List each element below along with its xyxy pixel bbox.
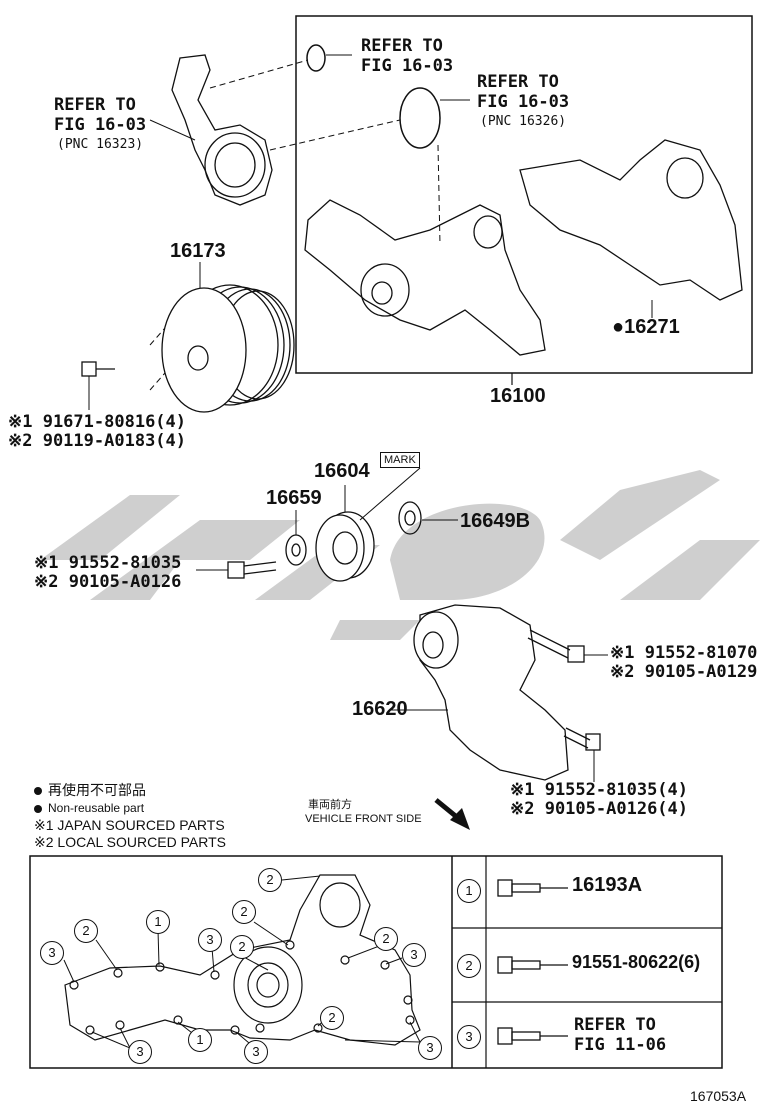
part-16173: 16173 bbox=[170, 240, 226, 262]
part-16271: ●16271 bbox=[612, 316, 680, 338]
assembly-box bbox=[295, 15, 753, 374]
bolt-91552-81070 bbox=[527, 629, 585, 663]
refer-label-1-line2: FIG 16-03 bbox=[361, 56, 454, 76]
mark-label: MARK bbox=[380, 452, 420, 468]
refer-label-2-line2: FIG 16-03 bbox=[477, 92, 570, 112]
bullet-icon bbox=[34, 787, 42, 796]
bottom-pump-outline bbox=[64, 874, 421, 1046]
callout-2: 2 bbox=[74, 919, 98, 943]
callout-3: 3 bbox=[40, 941, 64, 965]
legend-japan: ※1 JAPAN SOURCED PARTS bbox=[34, 817, 225, 833]
front-label-en: VEHICLE FRONT SIDE bbox=[305, 813, 422, 825]
fastener-91671: ※1 91671-80816(4) bbox=[8, 412, 187, 432]
bolt-91671 bbox=[81, 361, 115, 377]
refer-label-3-line2: FIG 16-03 bbox=[54, 115, 147, 135]
table-label-1: 16193A bbox=[572, 874, 643, 896]
bolt-location-frame bbox=[29, 855, 723, 1069]
fastener-91552-81035-4: ※1 91552-81035(4) bbox=[510, 780, 689, 800]
callout-3: 3 bbox=[244, 1040, 268, 1064]
callout-3: 3 bbox=[418, 1036, 442, 1060]
refer-label-1-line1: REFER TO bbox=[361, 36, 443, 56]
fastener-90119: ※2 90119-A0183(4) bbox=[8, 431, 187, 451]
fastener-90105-a0129: ※2 90105-A0129 bbox=[610, 662, 758, 682]
bolt-icon-1 bbox=[497, 879, 568, 897]
legend-local: ※2 LOCAL SOURCED PARTS bbox=[34, 834, 226, 850]
legend-jp: 再使用不可部品 bbox=[34, 782, 146, 799]
o-ring-large bbox=[399, 87, 441, 149]
water-inlet-housing bbox=[171, 54, 273, 206]
bolt-icon-2 bbox=[497, 956, 568, 974]
callout-3: 3 bbox=[198, 928, 222, 952]
watermark-logo bbox=[40, 470, 760, 640]
callout-2: 2 bbox=[374, 927, 398, 951]
fastener-90105-a0126-4: ※2 90105-A0126(4) bbox=[510, 799, 689, 819]
refer-label-3-pnc: (PNC 16323) bbox=[57, 137, 144, 152]
callout-3: 3 bbox=[128, 1040, 152, 1064]
table-num-3: 3 bbox=[457, 1025, 481, 1049]
front-label-jp: 車両前方 bbox=[308, 799, 352, 811]
fastener-91552-81070: ※1 91552-81070 bbox=[610, 643, 758, 663]
refer-label-2-line1: REFER TO bbox=[477, 72, 559, 92]
refer-label-2-pnc: (PNC 16326) bbox=[480, 114, 567, 129]
o-ring-small bbox=[306, 44, 326, 72]
refer-label-3-line1: REFER TO bbox=[54, 95, 136, 115]
bolt-91552-81035-4 bbox=[563, 727, 601, 751]
plate-16649b bbox=[398, 501, 422, 535]
table-label-3-line1: REFER TO bbox=[574, 1015, 656, 1035]
callout-2: 2 bbox=[320, 1006, 344, 1030]
callout-3: 3 bbox=[402, 943, 426, 967]
table-label-3-line2: FIG 11-06 bbox=[574, 1035, 667, 1055]
table-num-2: 2 bbox=[457, 954, 481, 978]
callout-2: 2 bbox=[258, 868, 282, 892]
water-pump-body bbox=[304, 199, 546, 356]
part-16604: 16604 bbox=[314, 460, 370, 482]
idler-pulley-16604 bbox=[315, 511, 375, 582]
front-arrow-icon bbox=[434, 798, 470, 830]
part-16649b: 16649B bbox=[460, 510, 531, 532]
legend-nonreuse: Non-reusable part bbox=[34, 800, 144, 817]
tensioner-16620 bbox=[413, 604, 569, 781]
part-16659: 16659 bbox=[266, 487, 322, 509]
part-16620: 16620 bbox=[352, 698, 408, 720]
bullet-icon bbox=[34, 804, 42, 813]
fastener-91552-81035: ※1 91552-81035 bbox=[34, 553, 182, 573]
figure-id: 167053A bbox=[690, 1088, 747, 1104]
fastener-90105-a0126: ※2 90105-A0126 bbox=[34, 572, 182, 592]
bolt-icon-3 bbox=[497, 1027, 568, 1045]
washer-16659 bbox=[285, 534, 307, 566]
part-16100: 16100 bbox=[490, 385, 546, 407]
callout-2: 2 bbox=[232, 900, 256, 924]
callout-2: 2 bbox=[230, 935, 254, 959]
pulley-16173 bbox=[161, 284, 295, 413]
gasket-16271 bbox=[519, 139, 743, 301]
callout-1: 1 bbox=[146, 910, 170, 934]
table-num-1: 1 bbox=[457, 879, 481, 903]
bolt-91552-81035 bbox=[227, 561, 277, 579]
callout-1: 1 bbox=[188, 1028, 212, 1052]
table-label-2: 91551-80622(6) bbox=[572, 952, 701, 972]
